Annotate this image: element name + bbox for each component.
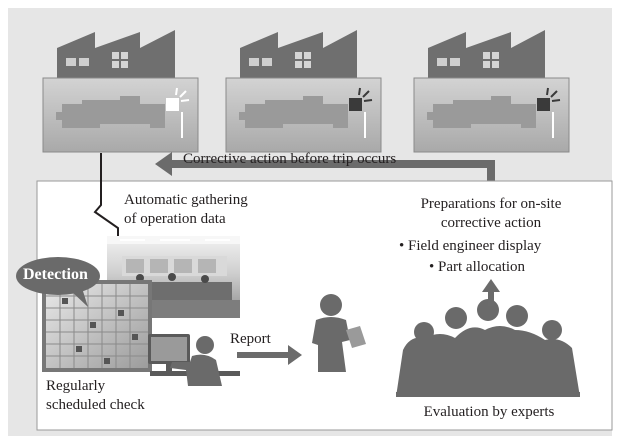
operator-silhouette-icon bbox=[148, 334, 240, 386]
detection-label: Detection bbox=[23, 266, 88, 283]
alert-light-icon bbox=[349, 98, 362, 111]
evaluation-label: Evaluation by experts bbox=[423, 404, 555, 420]
reader-silhouette-icon bbox=[312, 294, 366, 372]
report-label: Report bbox=[230, 331, 271, 347]
preparations-label-line1: Preparations for on-site bbox=[420, 196, 562, 212]
corrective-action-arrow bbox=[172, 160, 495, 182]
data-link-line bbox=[93, 153, 119, 248]
factory-3 bbox=[413, 30, 570, 153]
alert-light-icon bbox=[166, 98, 179, 111]
regular-check-label-line1: Regularly bbox=[46, 378, 106, 394]
alert-light-icon bbox=[537, 98, 550, 111]
auto-gathering-label-line1: Automatic gathering bbox=[124, 192, 248, 208]
corrective-arrow-head bbox=[155, 152, 172, 176]
field-engineer-bullet: • Field engineer display bbox=[399, 238, 542, 254]
speech-bubble-icon bbox=[16, 257, 100, 307]
preparations-label-line2: corrective action bbox=[440, 215, 542, 231]
monitor-screen-icon bbox=[42, 280, 152, 372]
report-arrow-head bbox=[288, 345, 302, 365]
experts-group-icon bbox=[396, 299, 580, 397]
factory-2 bbox=[225, 30, 382, 153]
regular-check-label-line2: scheduled check bbox=[46, 397, 145, 413]
part-allocation-bullet: • Part allocation bbox=[429, 259, 526, 275]
factory-1 bbox=[42, 30, 199, 153]
corrective-action-label: Corrective action before trip occurs bbox=[183, 151, 397, 167]
up-arrow-head bbox=[482, 279, 500, 292]
auto-gathering-label-line2: of operation data bbox=[124, 211, 226, 227]
